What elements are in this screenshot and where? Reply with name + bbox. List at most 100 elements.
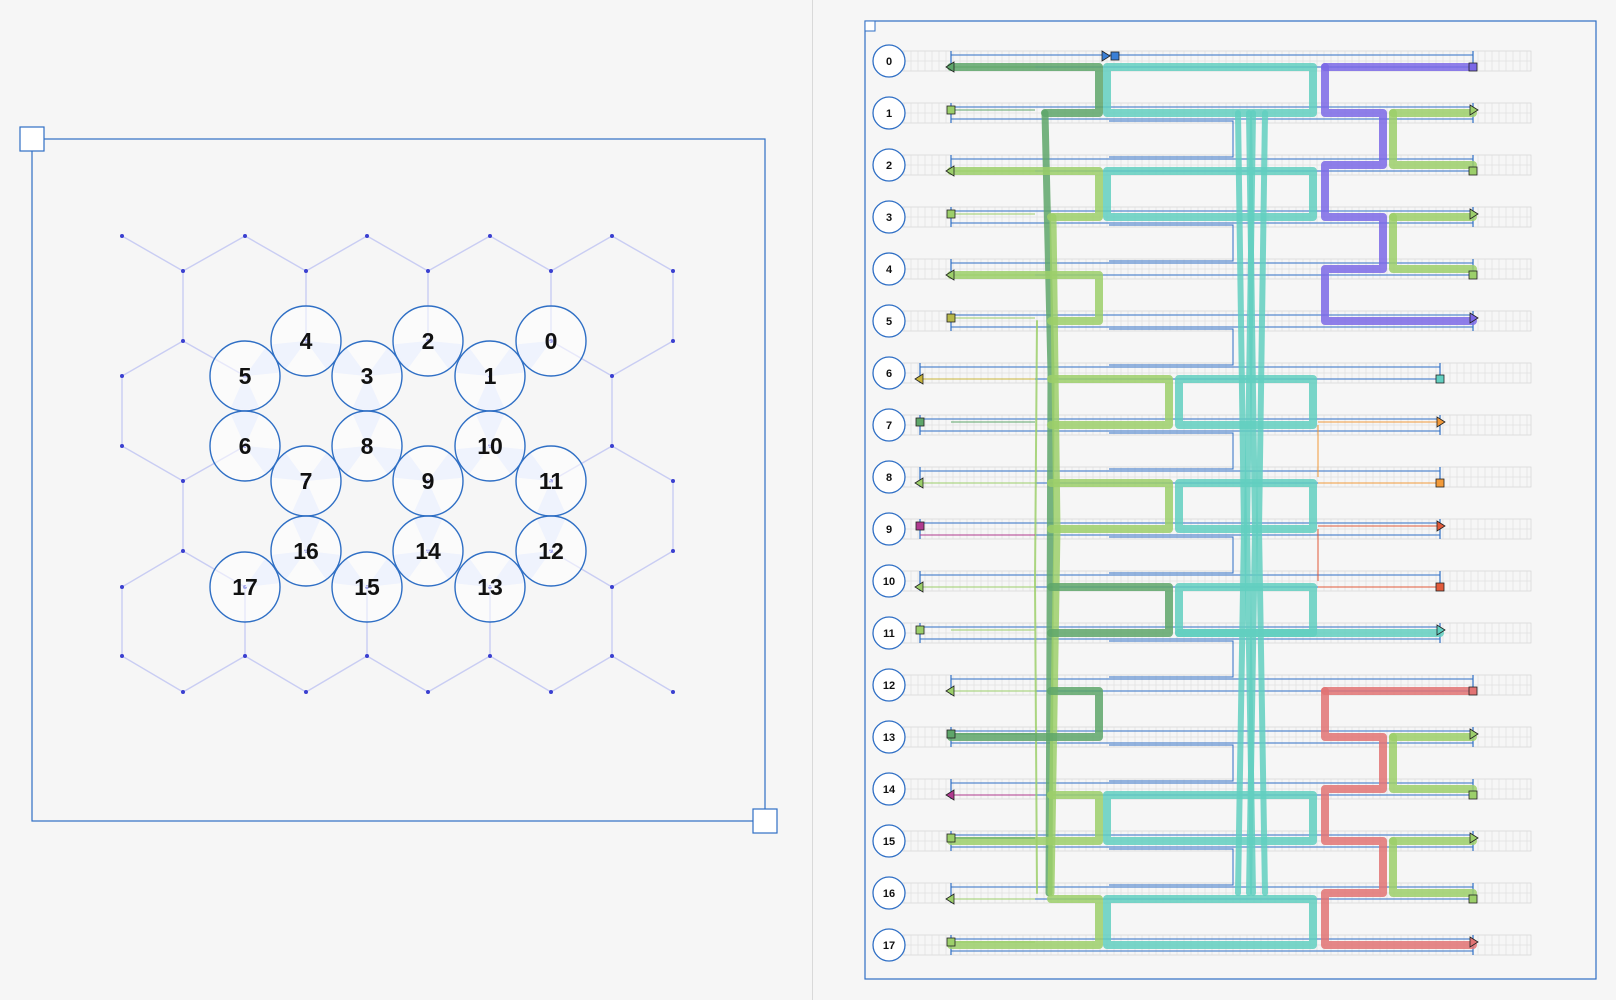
terminal-square[interactable] xyxy=(1468,62,1478,72)
terminal-arrow-right[interactable] xyxy=(1436,624,1446,636)
terminal-square[interactable] xyxy=(946,729,956,739)
qubit-circle[interactable] xyxy=(515,515,587,587)
terminal-square[interactable] xyxy=(1468,270,1478,280)
qubit-node[interactable] xyxy=(331,410,403,482)
row-label[interactable]: 5 xyxy=(872,304,906,338)
routing-frame-handle[interactable] xyxy=(864,20,876,32)
row-label-circle[interactable] xyxy=(872,356,906,390)
qubit-circle[interactable] xyxy=(209,410,281,482)
terminal-arrow-right[interactable] xyxy=(1469,104,1479,116)
row-label[interactable]: 16 xyxy=(872,876,906,910)
qubit-circle[interactable] xyxy=(331,410,403,482)
row-label[interactable]: 11 xyxy=(872,616,906,650)
row-label[interactable]: 17 xyxy=(872,928,906,962)
row-label-circle[interactable] xyxy=(872,564,906,598)
terminal-arrow-right[interactable] xyxy=(1436,416,1446,428)
qubit-node[interactable] xyxy=(454,551,526,623)
qubit-circle[interactable] xyxy=(392,305,464,377)
qubit-node[interactable] xyxy=(270,515,342,587)
row-label[interactable]: 14 xyxy=(872,772,906,806)
row-label[interactable]: 6 xyxy=(872,356,906,390)
row-label-circle[interactable] xyxy=(872,96,906,130)
terminal-arrow-right[interactable] xyxy=(1469,208,1479,220)
row-label[interactable]: 15 xyxy=(872,824,906,858)
terminal-square[interactable] xyxy=(946,105,956,115)
terminal-square[interactable] xyxy=(946,937,956,947)
terminal-arrow-left[interactable] xyxy=(945,685,955,697)
terminal-square[interactable] xyxy=(1110,51,1120,61)
terminal-square[interactable] xyxy=(946,833,956,843)
qubit-circle[interactable] xyxy=(209,551,281,623)
row-label-circle[interactable] xyxy=(872,668,906,702)
selection-box[interactable] xyxy=(31,138,766,822)
terminal-arrow-right[interactable] xyxy=(1469,728,1479,740)
terminal-square[interactable] xyxy=(1468,166,1478,176)
row-label-circle[interactable] xyxy=(872,616,906,650)
terminal-arrow-left[interactable] xyxy=(945,893,955,905)
terminal-square[interactable] xyxy=(946,209,956,219)
qubit-node[interactable] xyxy=(331,551,403,623)
resize-handle-top-left[interactable] xyxy=(19,126,45,152)
qubit-node[interactable] xyxy=(515,305,587,377)
terminal-square[interactable] xyxy=(1468,894,1478,904)
terminal-arrow-right[interactable] xyxy=(1469,936,1479,948)
terminal-arrow-right[interactable] xyxy=(1469,832,1479,844)
row-label-circle[interactable] xyxy=(872,44,906,78)
row-label-circle[interactable] xyxy=(872,772,906,806)
terminal-arrow-right[interactable] xyxy=(1101,50,1111,62)
row-label[interactable]: 1 xyxy=(872,96,906,130)
qubit-circle[interactable] xyxy=(515,305,587,377)
pane-divider[interactable] xyxy=(812,0,813,1000)
resize-handle-bottom-right[interactable] xyxy=(752,808,778,834)
row-label[interactable]: 3 xyxy=(872,200,906,234)
terminal-arrow-left[interactable] xyxy=(914,581,924,593)
row-label-circle[interactable] xyxy=(872,720,906,754)
terminal-square[interactable] xyxy=(1468,790,1478,800)
qubit-circle[interactable] xyxy=(270,515,342,587)
qubit-node[interactable] xyxy=(392,305,464,377)
row-label-circle[interactable] xyxy=(872,460,906,494)
terminal-square[interactable] xyxy=(946,313,956,323)
terminal-arrow-left[interactable] xyxy=(945,61,955,73)
row-label[interactable]: 0 xyxy=(872,44,906,78)
row-label-circle[interactable] xyxy=(872,876,906,910)
row-label-circle[interactable] xyxy=(872,252,906,286)
qubit-circle[interactable] xyxy=(270,305,342,377)
terminal-arrow-right[interactable] xyxy=(1436,520,1446,532)
terminal-square[interactable] xyxy=(1435,374,1445,384)
row-label[interactable]: 12 xyxy=(872,668,906,702)
row-label-circle[interactable] xyxy=(872,928,906,962)
qubit-circle[interactable] xyxy=(454,410,526,482)
qubit-circle[interactable] xyxy=(331,551,403,623)
row-label-circle[interactable] xyxy=(872,200,906,234)
terminal-square[interactable] xyxy=(1435,478,1445,488)
terminal-arrow-left[interactable] xyxy=(914,373,924,385)
terminal-square[interactable] xyxy=(1468,686,1478,696)
row-label[interactable]: 13 xyxy=(872,720,906,754)
qubit-node[interactable] xyxy=(209,551,281,623)
qubit-node[interactable] xyxy=(209,410,281,482)
qubit-node[interactable] xyxy=(515,515,587,587)
terminal-square[interactable] xyxy=(915,417,925,427)
row-label[interactable]: 7 xyxy=(872,408,906,442)
qubit-node[interactable] xyxy=(392,515,464,587)
row-label-circle[interactable] xyxy=(872,408,906,442)
row-label[interactable]: 10 xyxy=(872,564,906,598)
row-label-circle[interactable] xyxy=(872,148,906,182)
terminal-arrow-left[interactable] xyxy=(945,269,955,281)
row-label[interactable]: 4 xyxy=(872,252,906,286)
row-label[interactable]: 9 xyxy=(872,512,906,546)
row-label-circle[interactable] xyxy=(872,824,906,858)
qubit-circle[interactable] xyxy=(454,551,526,623)
terminal-arrow-left[interactable] xyxy=(945,789,955,801)
row-label[interactable]: 2 xyxy=(872,148,906,182)
row-label[interactable]: 8 xyxy=(872,460,906,494)
qubit-node[interactable] xyxy=(270,305,342,377)
row-label-circle[interactable] xyxy=(872,304,906,338)
terminal-square[interactable] xyxy=(915,521,925,531)
row-label-circle[interactable] xyxy=(872,512,906,546)
terminal-square[interactable] xyxy=(1435,582,1445,592)
terminal-arrow-right[interactable] xyxy=(1469,312,1479,324)
terminal-arrow-left[interactable] xyxy=(945,165,955,177)
qubit-circle[interactable] xyxy=(392,515,464,587)
